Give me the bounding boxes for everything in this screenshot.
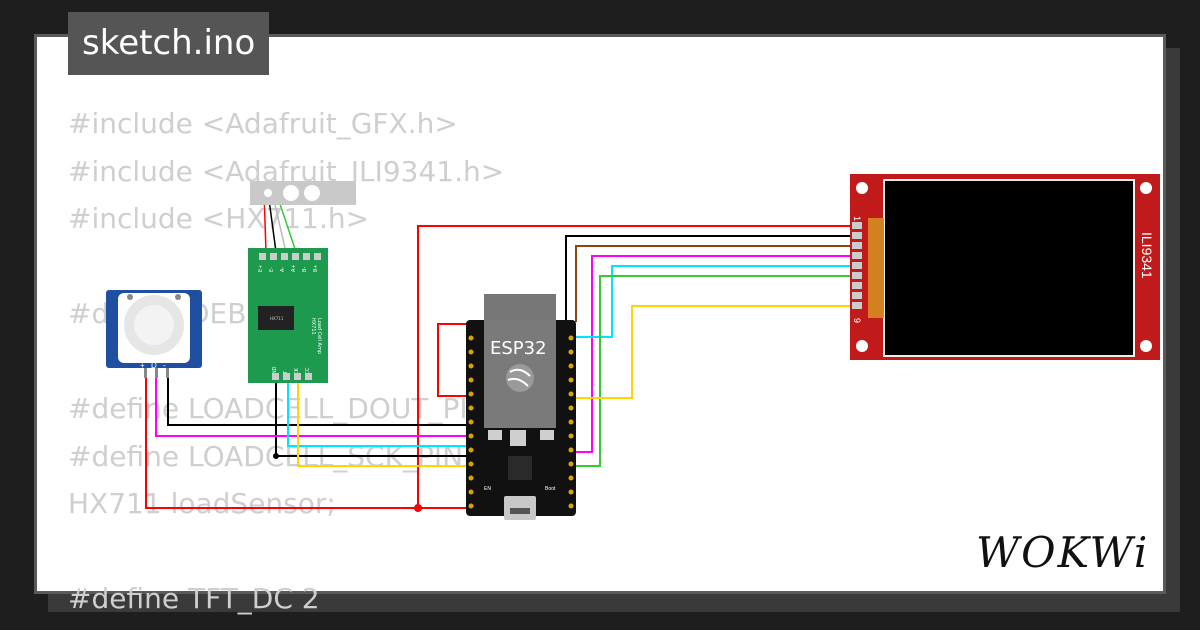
file-tab[interactable]: sketch.ino <box>68 12 270 75</box>
wire-magenta <box>155 368 468 437</box>
wire-green-display <box>570 275 855 467</box>
hx711-pin-label: GND <box>272 366 278 378</box>
hx711-chip-label: HX711 <box>270 316 284 321</box>
display-pin-first: 1 <box>852 216 862 221</box>
ili9341-display[interactable]: 1 9 ILI9341 <box>850 174 1160 360</box>
hx711-label: HX711 <box>310 318 316 335</box>
wire-black-pir <box>167 368 468 426</box>
wire-yellow-hx <box>297 382 468 467</box>
load-cell[interactable] <box>250 181 356 205</box>
wire-junction <box>273 453 279 459</box>
boot-button-label: Boot <box>545 486 556 492</box>
pir-sensor[interactable]: + D - <box>106 290 202 378</box>
hx711-pin-label: B+ <box>313 264 319 272</box>
code-line: #define LOADCELL_DOUT_PIN <box>68 392 489 425</box>
hx711-pin-label: E+ <box>258 265 264 272</box>
wire-red-pir <box>145 368 418 509</box>
wire-brown <box>575 245 855 322</box>
wire-magenta-display <box>570 255 855 453</box>
hx711-pin-label: A- <box>280 267 286 272</box>
wire-red-display <box>417 225 855 509</box>
espressif-logo-icon <box>507 368 531 387</box>
pir-pin-label: D <box>151 361 157 370</box>
code-line: #define TFT_DC 2 <box>68 582 320 615</box>
espressif-logo-icon <box>506 364 534 392</box>
en-button-label: EN <box>484 486 491 492</box>
hx711-pin-label: B- <box>302 267 308 272</box>
esp32-board[interactable]: ESP32 EN Boot <box>466 294 576 520</box>
wire-cyan-hx <box>287 382 468 447</box>
display-label: ILI9341 <box>1139 232 1155 279</box>
code-line: #include <HX711.h> <box>68 202 370 235</box>
display-pin-last: 9 <box>852 318 862 323</box>
hx711-pin-label: VCC <box>305 367 311 378</box>
wire-black-display <box>565 235 855 322</box>
pir-pin-label: - <box>163 361 166 370</box>
wire-yellow-display <box>570 305 855 399</box>
hx711-sublabel: Load Cell Amp <box>316 318 322 354</box>
hx711-module[interactable]: E+ E- A- A+ B- B+ GND DT SCK VCC HX711 L… <box>248 248 328 383</box>
esp32-label: ESP32 <box>490 338 547 359</box>
code-line: #include <Adafruit_GFX.h> <box>68 107 458 140</box>
wire-red-esp <box>437 323 468 397</box>
hx711-pin-label: E- <box>269 267 275 272</box>
hx711-pin-label: SCK <box>294 367 300 378</box>
code-background: #include <Adafruit_GFX.h>#include <Adafr… <box>68 100 504 623</box>
pir-pin-label: + <box>140 361 145 370</box>
wire-black-hx <box>275 382 468 457</box>
hx711-pin-label: A+ <box>291 264 297 272</box>
wire-junction <box>414 504 422 512</box>
wire-cyan-display <box>570 265 855 338</box>
wokwi-logo: WOKWi <box>976 528 1150 577</box>
